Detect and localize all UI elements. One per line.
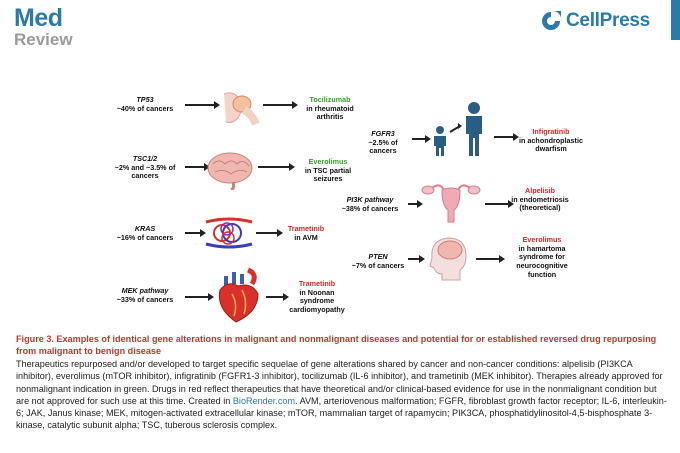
- publisher-name: CellPress: [566, 10, 650, 31]
- caption-title: Figure 3. Examples of identical gene alt…: [16, 334, 657, 356]
- arrow: [185, 293, 214, 301]
- panel-tsc-label: TSC1/2 ~2% and ~3.5% of cancers: [108, 154, 182, 181]
- caption-text: Therapeutics repurposed and/or developed…: [16, 359, 663, 406]
- arrow: [408, 200, 423, 208]
- panel-mek-drug: Trametinib in Noonan syndrome cardiomyop…: [286, 279, 348, 315]
- accent-bar: [671, 0, 680, 40]
- gene-name: PTEN: [368, 252, 388, 261]
- publisher-logo: CellPress: [540, 10, 650, 32]
- panel-pten-drug: Everolimus in hamartoma syndrome for neu…: [502, 235, 582, 279]
- gene-frequency: ~38% of cancers: [341, 203, 399, 213]
- arrow: [476, 255, 505, 263]
- panel-fgfr3-drug: Infigratinib in achondroplastic dwarfism: [515, 127, 587, 154]
- gene-frequency: ~33% of cancers: [116, 294, 174, 304]
- gene-name: MEK pathway: [121, 286, 169, 295]
- arrow: [185, 163, 210, 171]
- head-icon: [429, 237, 467, 281]
- gene-frequency: ~2.5% of cancers: [368, 137, 398, 156]
- panel-tsc-drug: Everolimus in TSC partial seizures: [295, 157, 361, 184]
- drug-name: Tocilizumab: [309, 95, 351, 104]
- arrow: [485, 200, 514, 208]
- panel-pten-label: PTEN ~7% of cancers: [350, 252, 406, 270]
- panel-kras-label: KRAS ~16% of cancers: [108, 224, 182, 242]
- panel-kras-drug: Trametinib in AVM: [281, 224, 331, 242]
- arrow: [408, 255, 425, 263]
- journal-section: Review: [14, 30, 73, 49]
- drug-name: Everolimus: [522, 235, 562, 244]
- drug-indication: in TSC partial seizures: [304, 165, 352, 184]
- joint-icon: [223, 92, 260, 126]
- arrow: [494, 133, 519, 141]
- gene-name: KRAS: [134, 224, 156, 233]
- people-icon: [434, 102, 482, 156]
- drug-indication: in Noonan syndrome cardiomyopathy: [289, 287, 345, 314]
- arrow: [185, 101, 220, 109]
- gene-frequency: ~2% and ~3.5% of cancers: [114, 162, 176, 181]
- gene-frequency: ~16% of cancers: [116, 232, 174, 242]
- gene-frequency: ~40% of cancers: [116, 103, 174, 113]
- drug-name: Trametinib: [298, 279, 336, 288]
- drug-name: Alpelisib: [525, 186, 555, 195]
- gene-name: PI3K pathway: [346, 195, 394, 204]
- drug-indication: in hamartoma syndrome for neurocognitive…: [516, 243, 568, 279]
- gene-name: TP53: [136, 95, 154, 104]
- cellpress-logo-icon: [542, 11, 561, 30]
- arrow: [185, 229, 206, 237]
- panel-mek-label: MEK pathway ~33% of cancers: [108, 286, 182, 304]
- biorender-link[interactable]: BioRender.com: [232, 395, 296, 406]
- heart-icon: [218, 268, 259, 323]
- vessels-icon: [205, 217, 253, 249]
- caption-body: Therapeutics repurposed and/or developed…: [16, 358, 668, 432]
- drug-indication: in endometriosis (theoretical): [511, 194, 569, 213]
- brain-icon: [207, 152, 253, 190]
- figure-3: TP53 ~40% of cancers Tocilizumab in rheu…: [108, 92, 587, 323]
- drug-indication: in rheumatoid arthritis: [306, 103, 354, 122]
- arrow: [266, 293, 289, 301]
- journal-masthead: Med Review: [14, 4, 73, 49]
- arrow: [256, 229, 283, 237]
- arrow: [412, 135, 431, 143]
- drug-name: Everolimus: [308, 157, 348, 166]
- uterus-icon: [421, 184, 481, 223]
- caption-text-continued: . AVM, arteriovenous malformation; FGFR,…: [16, 395, 667, 431]
- arrow: [258, 163, 295, 171]
- panel-tp53-label: TP53 ~40% of cancers: [108, 95, 182, 113]
- gene-name: TSC1/2: [132, 154, 158, 163]
- drug-indication: in AVM: [294, 232, 318, 242]
- drug-indication: in achondroplastic dwarfism: [519, 135, 583, 154]
- gene-frequency: ~7% of cancers: [351, 260, 405, 270]
- gene-name: FGFR3: [371, 129, 395, 138]
- drug-name: Trametinib: [287, 224, 325, 233]
- panel-pi3k-label: PI3K pathway ~38% of cancers: [335, 195, 405, 213]
- drug-name: Infigratinib: [532, 127, 570, 136]
- arrow: [263, 101, 298, 109]
- panel-tp53-drug: Tocilizumab in rheumatoid arthritis: [295, 95, 365, 122]
- figure-caption: Figure 3. Examples of identical gene alt…: [16, 333, 668, 432]
- panel-fgfr3-label: FGFR3 ~2.5% of cancers: [355, 129, 411, 156]
- panel-pi3k-drug: Alpelisib in endometriosis (theoretical): [510, 186, 570, 213]
- journal-name: Med: [14, 4, 63, 32]
